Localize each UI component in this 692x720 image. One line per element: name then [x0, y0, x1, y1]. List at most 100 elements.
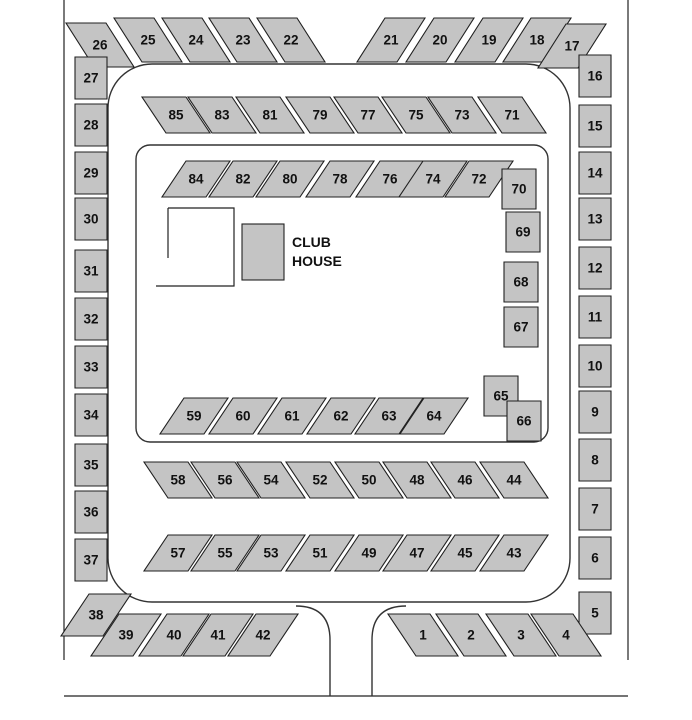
site-57-shape[interactable]: [142, 534, 214, 572]
site-19[interactable]: 19: [453, 17, 525, 63]
site-50-shape[interactable]: [333, 461, 405, 499]
site-56-shape[interactable]: [189, 461, 261, 499]
site-80[interactable]: 80: [254, 160, 326, 198]
site-71[interactable]: 71: [476, 96, 548, 134]
site-39[interactable]: 39: [89, 613, 163, 657]
site-66-shape[interactable]: [506, 400, 542, 442]
site-81[interactable]: 81: [234, 96, 306, 134]
site-2[interactable]: 2: [434, 613, 508, 657]
site-1-shape[interactable]: [386, 613, 460, 657]
site-7-shape[interactable]: [578, 487, 612, 531]
site-70-shape[interactable]: [501, 168, 537, 210]
site-24[interactable]: 24: [160, 17, 232, 63]
site-21[interactable]: 21: [355, 17, 427, 63]
site-12[interactable]: 12: [578, 246, 612, 290]
site-20-shape[interactable]: [404, 17, 476, 63]
site-3[interactable]: 3: [484, 613, 558, 657]
site-42-shape[interactable]: [226, 613, 300, 657]
site-6-shape[interactable]: [578, 536, 612, 580]
site-63-shape[interactable]: [353, 397, 425, 435]
site-5-shape[interactable]: [578, 591, 612, 635]
site-28[interactable]: 28: [74, 103, 108, 147]
site-35-shape[interactable]: [74, 443, 108, 487]
site-45-shape[interactable]: [429, 534, 501, 572]
site-4[interactable]: 4: [529, 613, 603, 657]
site-17[interactable]: 17: [536, 23, 608, 69]
site-84-shape[interactable]: [160, 160, 232, 198]
site-37[interactable]: 37: [74, 538, 108, 582]
site-36-shape[interactable]: [74, 490, 108, 534]
site-43-shape[interactable]: [478, 534, 550, 572]
site-59-shape[interactable]: [158, 397, 230, 435]
site-31-shape[interactable]: [74, 249, 108, 293]
site-77[interactable]: 77: [332, 96, 404, 134]
site-60-shape[interactable]: [207, 397, 279, 435]
site-29[interactable]: 29: [74, 151, 108, 195]
site-39-shape[interactable]: [89, 613, 163, 657]
site-55-shape[interactable]: [189, 534, 261, 572]
site-67-shape[interactable]: [503, 306, 539, 348]
site-55[interactable]: 55: [189, 534, 261, 572]
site-7[interactable]: 7: [578, 487, 612, 531]
site-74[interactable]: 74: [397, 160, 469, 198]
site-23[interactable]: 23: [207, 17, 279, 63]
site-11-shape[interactable]: [578, 295, 612, 339]
site-50[interactable]: 50: [333, 461, 405, 499]
site-53-shape[interactable]: [235, 534, 307, 572]
site-14-shape[interactable]: [578, 151, 612, 195]
site-14[interactable]: 14: [578, 151, 612, 195]
site-25[interactable]: 25: [112, 17, 184, 63]
site-62-shape[interactable]: [305, 397, 377, 435]
site-9-shape[interactable]: [578, 390, 612, 434]
site-33[interactable]: 33: [74, 345, 108, 389]
site-57[interactable]: 57: [142, 534, 214, 572]
site-3-shape[interactable]: [484, 613, 558, 657]
site-44[interactable]: 44: [478, 461, 550, 499]
site-66[interactable]: 66: [506, 400, 542, 442]
site-41-shape[interactable]: [181, 613, 255, 657]
site-1[interactable]: 1: [386, 613, 460, 657]
site-10[interactable]: 10: [578, 344, 612, 388]
site-47[interactable]: 47: [381, 534, 453, 572]
site-38-shape[interactable]: [59, 593, 133, 637]
site-46[interactable]: 46: [429, 461, 501, 499]
site-46-shape[interactable]: [429, 461, 501, 499]
site-33-shape[interactable]: [74, 345, 108, 389]
site-45[interactable]: 45: [429, 534, 501, 572]
site-85-shape[interactable]: [140, 96, 212, 134]
site-19-shape[interactable]: [453, 17, 525, 63]
site-26-shape[interactable]: [64, 22, 136, 68]
site-69-shape[interactable]: [505, 211, 541, 253]
site-22-shape[interactable]: [255, 17, 327, 63]
site-44-shape[interactable]: [478, 461, 550, 499]
site-8[interactable]: 8: [578, 438, 612, 482]
site-40[interactable]: 40: [137, 613, 211, 657]
site-30-shape[interactable]: [74, 197, 108, 241]
site-10-shape[interactable]: [578, 344, 612, 388]
site-80-shape[interactable]: [254, 160, 326, 198]
site-79-shape[interactable]: [284, 96, 356, 134]
site-31[interactable]: 31: [74, 249, 108, 293]
site-2-shape[interactable]: [434, 613, 508, 657]
site-42[interactable]: 42: [226, 613, 300, 657]
site-51-shape[interactable]: [284, 534, 356, 572]
site-49[interactable]: 49: [333, 534, 405, 572]
site-76[interactable]: 76: [354, 160, 426, 198]
site-13[interactable]: 13: [578, 197, 612, 241]
site-13-shape[interactable]: [578, 197, 612, 241]
site-67[interactable]: 67: [503, 306, 539, 348]
site-78-shape[interactable]: [304, 160, 376, 198]
site-22[interactable]: 22: [255, 17, 327, 63]
site-77-shape[interactable]: [332, 96, 404, 134]
site-68[interactable]: 68: [503, 261, 539, 303]
site-25-shape[interactable]: [112, 17, 184, 63]
site-26[interactable]: 26: [64, 22, 136, 68]
site-74-shape[interactable]: [397, 160, 469, 198]
site-30[interactable]: 30: [74, 197, 108, 241]
site-21-shape[interactable]: [355, 17, 427, 63]
site-40-shape[interactable]: [137, 613, 211, 657]
site-58-shape[interactable]: [142, 461, 214, 499]
site-54-shape[interactable]: [235, 461, 307, 499]
site-53[interactable]: 53: [235, 534, 307, 572]
site-15-shape[interactable]: [578, 104, 612, 148]
